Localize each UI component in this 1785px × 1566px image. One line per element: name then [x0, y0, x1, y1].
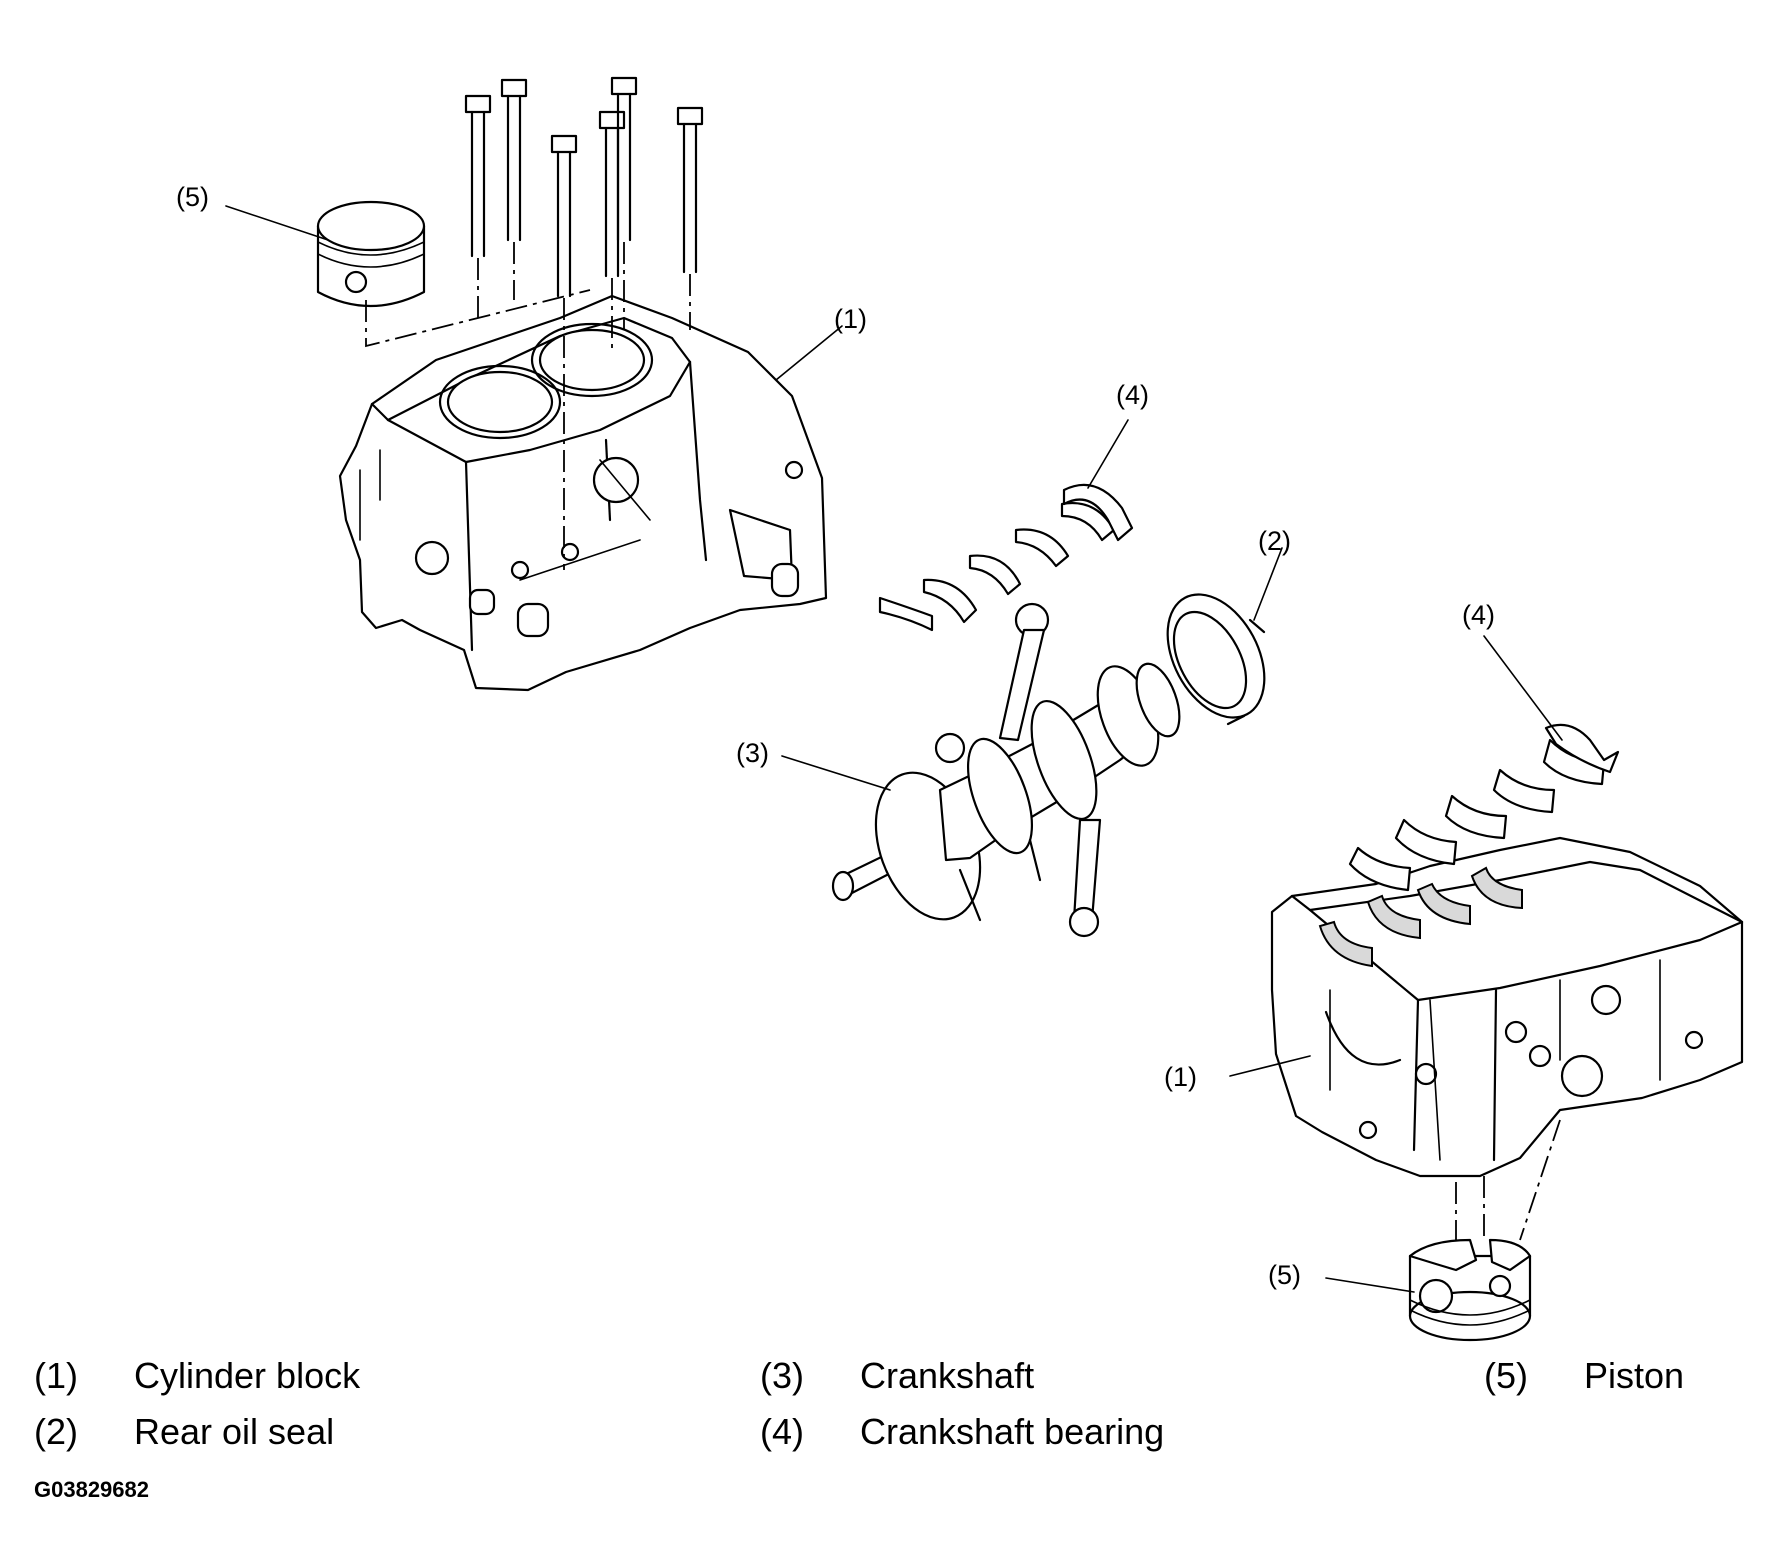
- crankshaft-bearing-icon: [878, 483, 1134, 632]
- callout-crankshaft: (3): [736, 738, 769, 768]
- callout-cylinder-block-bottom: (1): [1164, 1062, 1197, 1092]
- callout-piston-bottom: (5): [1268, 1260, 1301, 1290]
- legend-label: Cylinder block: [134, 1355, 361, 1396]
- legend-num: (2): [34, 1411, 78, 1452]
- legend-label: Piston: [1584, 1355, 1685, 1396]
- callout-crankshaft-bearing-right: (4): [1462, 600, 1495, 630]
- legend-num: (3): [760, 1355, 804, 1396]
- callout-rear-oil-seal: (2): [1258, 526, 1291, 556]
- figure-code: G03829682: [34, 1477, 149, 1502]
- cylinder-block-lower: [1270, 836, 1744, 1244]
- legend-label: Rear oil seal: [134, 1411, 335, 1452]
- legend-num: (5): [1484, 1355, 1528, 1396]
- leader-lines: [225, 205, 1563, 1293]
- crankshaft-icon: [831, 602, 1181, 938]
- legend-num: (1): [34, 1355, 78, 1396]
- bolt-icon: [464, 76, 704, 570]
- callout-piston-top: (5): [176, 182, 209, 212]
- crankshaft-bearing-icon-lower: [1348, 723, 1620, 892]
- rear-oil-seal-icon: [1166, 593, 1266, 726]
- legend-label: Crankshaft bearing: [860, 1411, 1165, 1452]
- piston-lower: [1408, 1238, 1532, 1342]
- piston-upper: [316, 200, 591, 348]
- cylinder-block-upper: [338, 294, 828, 692]
- legend-num: (4): [760, 1411, 804, 1452]
- callout-crankshaft-bearing-mid: (4): [1116, 380, 1149, 410]
- legend-label: Crankshaft: [860, 1355, 1035, 1396]
- callout-cylinder-block-top: (1): [834, 304, 867, 334]
